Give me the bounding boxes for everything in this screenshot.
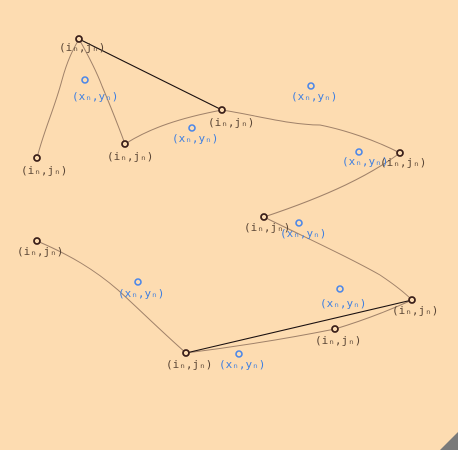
point-marker: [81, 76, 89, 84]
point-marker: [134, 278, 142, 286]
node-label: (iₙ,jₙ): [244, 221, 290, 234]
straight-segment: [78, 38, 223, 111]
curve-path: [36, 38, 80, 159]
point-label: (xₙ,yₙ): [280, 227, 326, 240]
node-label: (iₙ,jₙ): [21, 164, 67, 177]
point-label: (xₙ,yₙ): [219, 358, 265, 371]
point-marker: [235, 350, 243, 358]
node-marker: [331, 325, 339, 333]
node-label: (iₙ,jₙ): [107, 150, 153, 163]
node-marker: [33, 237, 41, 245]
node-marker: [33, 154, 41, 162]
node-marker: [218, 106, 226, 114]
node-label: (iₙ,jₙ): [17, 245, 63, 258]
point-label: (xₙ,yₙ): [118, 287, 164, 300]
point-marker: [355, 148, 363, 156]
node-label: (iₙ,jₙ): [315, 334, 361, 347]
curve-path: [263, 152, 401, 218]
curve-path: [124, 109, 223, 145]
point-marker: [188, 124, 196, 132]
node-marker: [182, 349, 190, 357]
point-label: (xₙ,yₙ): [172, 132, 218, 145]
point-marker: [307, 82, 315, 90]
node-label: (iₙ,jₙ): [380, 156, 426, 169]
node-marker: [396, 149, 404, 157]
curve-path: [36, 240, 187, 354]
node-marker: [121, 140, 129, 148]
node-marker: [408, 296, 416, 304]
curve-path: [221, 109, 401, 154]
node-label: (iₙ,jₙ): [392, 304, 438, 317]
point-label: (xₙ,yₙ): [320, 297, 366, 310]
point-marker: [336, 285, 344, 293]
node-label: (iₙ,jₙ): [166, 358, 212, 371]
point-label: (xₙ,yₙ): [291, 90, 337, 103]
curve-path: [263, 216, 413, 301]
straight-segment: [185, 299, 413, 354]
node-marker: [260, 213, 268, 221]
point-marker: [295, 219, 303, 227]
node-marker: [75, 35, 83, 43]
point-label: (xₙ,yₙ): [342, 155, 388, 168]
curve-path: [78, 38, 126, 145]
point-label: (xₙ,yₙ): [72, 90, 118, 103]
node-label: (iₙ,jₙ): [59, 41, 105, 54]
curve-path: [185, 328, 336, 354]
curve-path: [334, 299, 413, 330]
node-label: (iₙ,jₙ): [208, 116, 254, 129]
